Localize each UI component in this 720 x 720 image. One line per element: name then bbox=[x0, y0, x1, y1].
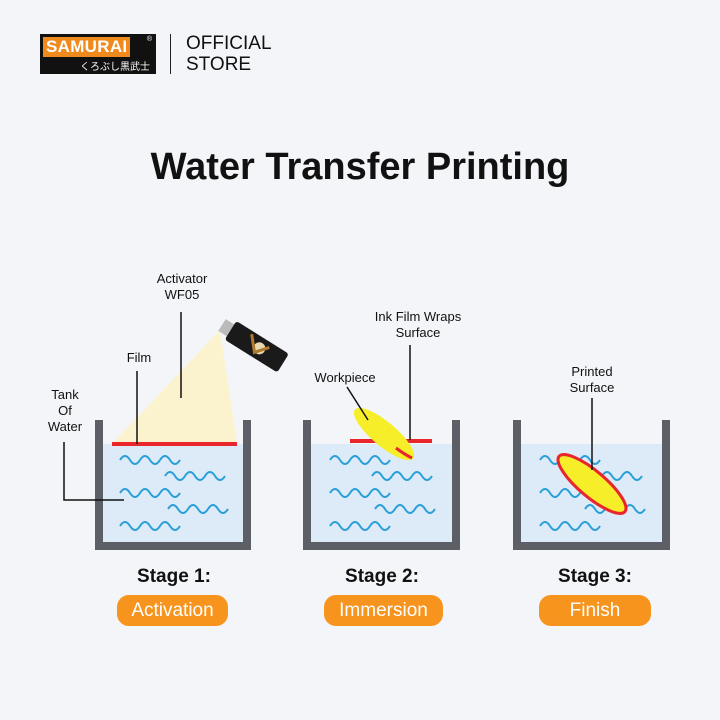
stage-2-title: Stage 2: bbox=[345, 566, 419, 587]
water bbox=[103, 444, 243, 542]
activator-label: Activator bbox=[157, 271, 208, 286]
divider bbox=[170, 34, 171, 74]
stage-2-badge: Immersion bbox=[324, 595, 443, 626]
tank-label-1: Tank bbox=[51, 387, 79, 402]
samurai-logo: SAMURAI ® くろぶし黒武士 bbox=[40, 34, 156, 74]
stage-1-badge: Activation bbox=[117, 595, 228, 626]
film-label: Film bbox=[127, 350, 152, 365]
workpiece-label: Workpiece bbox=[314, 370, 375, 385]
spray-can-icon bbox=[218, 319, 288, 372]
spray-cone bbox=[112, 330, 237, 444]
stage-2-diagram: Workpiece Ink Film Wraps Surface bbox=[303, 309, 462, 550]
film bbox=[112, 442, 237, 446]
tank-label-3: Water bbox=[48, 419, 83, 434]
stage-1-diagram: Activator WF05 Film Tank Of Water bbox=[48, 271, 288, 550]
stage-3-badge: Finish bbox=[539, 595, 651, 626]
store-line-2: STORE bbox=[186, 54, 252, 75]
tank-label-2: Of bbox=[58, 403, 72, 418]
registered-mark: ® bbox=[146, 36, 152, 43]
printed-workpiece bbox=[556, 453, 628, 515]
logo-subtext: くろぶし黒武士 bbox=[80, 62, 150, 73]
wraps-label-1: Ink Film Wraps bbox=[375, 309, 462, 324]
official-store-label: OFFICIAL STORE bbox=[186, 33, 272, 75]
page-title: Water Transfer Printing bbox=[150, 146, 570, 188]
stage-3-title: Stage 3: bbox=[558, 566, 632, 587]
printed-label-2: Surface bbox=[570, 380, 615, 395]
logo-text: SAMURAI bbox=[43, 37, 131, 57]
activator-code-label: WF05 bbox=[165, 287, 200, 302]
store-line-1: OFFICIAL bbox=[186, 33, 272, 54]
stage-1-title: Stage 1: bbox=[137, 566, 211, 587]
printed-label-1: Printed bbox=[571, 364, 612, 379]
stage-3-diagram: Printed Surface bbox=[513, 364, 670, 550]
wraps-label-2: Surface bbox=[396, 325, 441, 340]
workpiece bbox=[353, 407, 415, 461]
